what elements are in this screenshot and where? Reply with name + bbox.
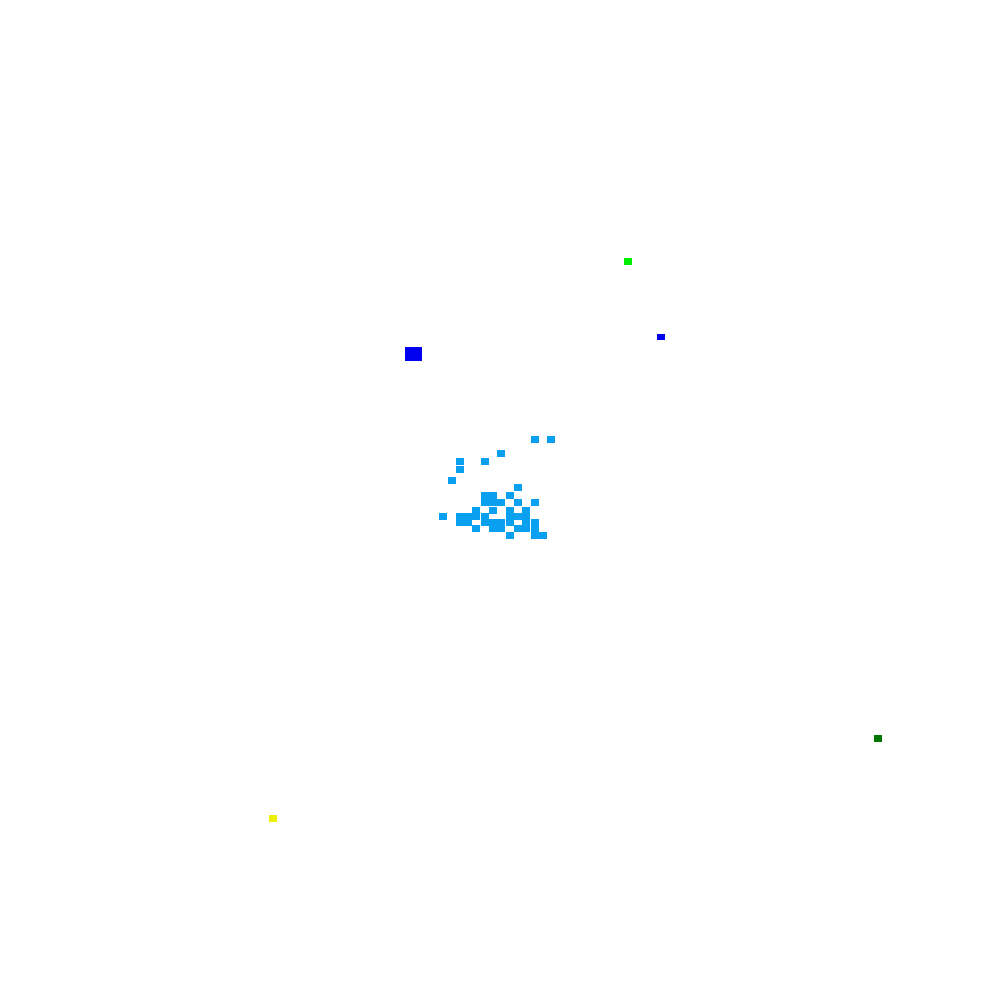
cluster-pixel [481,492,489,499]
cluster-pixel [456,458,464,465]
cluster-pixel [514,499,522,506]
cluster-pixel [531,532,539,539]
cluster-pixel [439,513,447,520]
cluster-pixel [497,450,505,457]
cluster-pixel [539,532,547,539]
cluster-pixel [547,436,555,443]
cluster-pixel [489,507,497,514]
cluster-pixel [522,513,530,520]
cluster-pixel [464,519,472,526]
cluster-pixel [522,525,530,532]
dark-green-square [874,735,882,742]
cluster-pixel [531,499,539,506]
cluster-pixel [448,477,456,484]
cluster-pixel [506,532,514,539]
cluster-pixel [497,499,505,506]
cluster-pixel [481,519,489,526]
cluster-pixel [522,507,530,514]
cluster-pixel [531,519,539,526]
cluster-pixel [456,519,464,526]
blue-square-small [657,334,665,340]
cluster-pixel [481,499,489,506]
cluster-pixel [489,525,497,532]
cluster-pixel [472,507,480,514]
cluster-pixel [481,513,489,520]
cluster-pixel [456,513,464,520]
cluster-pixel [506,507,514,514]
cluster-pixel [531,525,539,532]
cluster-pixel [472,513,480,520]
cluster-pixel [497,525,505,532]
cluster-pixel [489,492,497,499]
cluster-pixel [522,519,530,526]
cluster-pixel [506,492,514,499]
cluster-pixel [489,519,497,526]
cluster-pixel [481,458,489,465]
blue-square-large [405,347,422,361]
cluster-pixel [514,525,522,532]
cluster-pixel [472,525,480,532]
yellow-square [269,815,277,822]
cluster-pixel [497,519,505,526]
cluster-pixel [506,513,514,520]
bright-green-square [624,258,632,265]
cluster-pixel [531,436,539,443]
cluster-pixel [514,513,522,520]
cluster-pixel [489,499,497,506]
cluster-pixel [514,484,522,491]
cluster-pixel [464,513,472,520]
cluster-pixel [456,466,464,473]
cluster-pixel [506,519,514,526]
